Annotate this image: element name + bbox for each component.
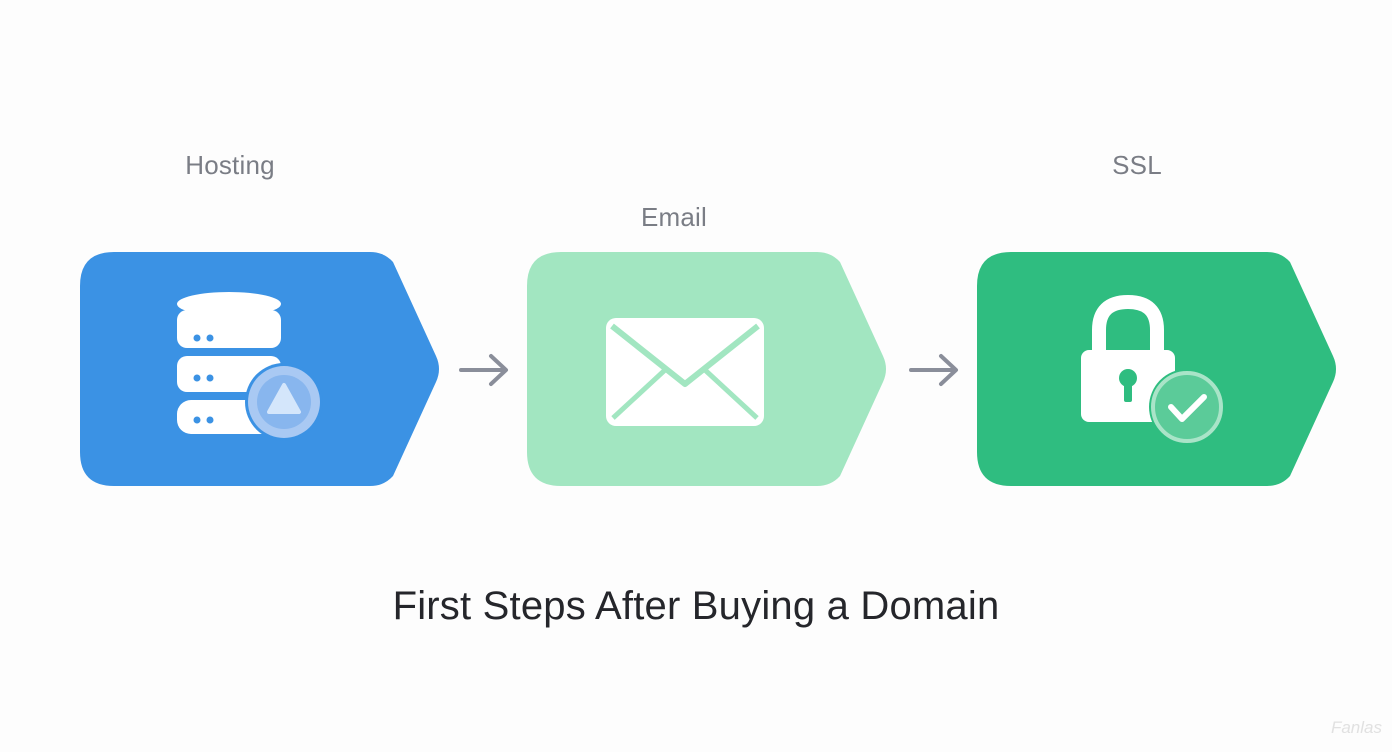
padlock-check-icon [1081,294,1225,445]
arrow-right-icon [908,350,962,390]
arrow-right-icon [458,350,512,390]
step-label-hosting: Hosting [185,150,275,180]
step-ssl-shape [977,252,1336,486]
watermark: Fanlas [1330,718,1382,737]
step-ssl [977,252,1341,486]
step-hosting [80,252,444,486]
database-server-icon [177,292,323,441]
step-email [527,252,891,486]
diagram-title: First Steps After Buying a Domain [392,584,1000,628]
step-label-email: Email [640,202,707,232]
step-label-ssl: SSL [1112,150,1162,180]
step-hosting-shape [80,252,439,486]
envelope-icon [606,318,764,426]
step-email-shape [527,252,886,486]
